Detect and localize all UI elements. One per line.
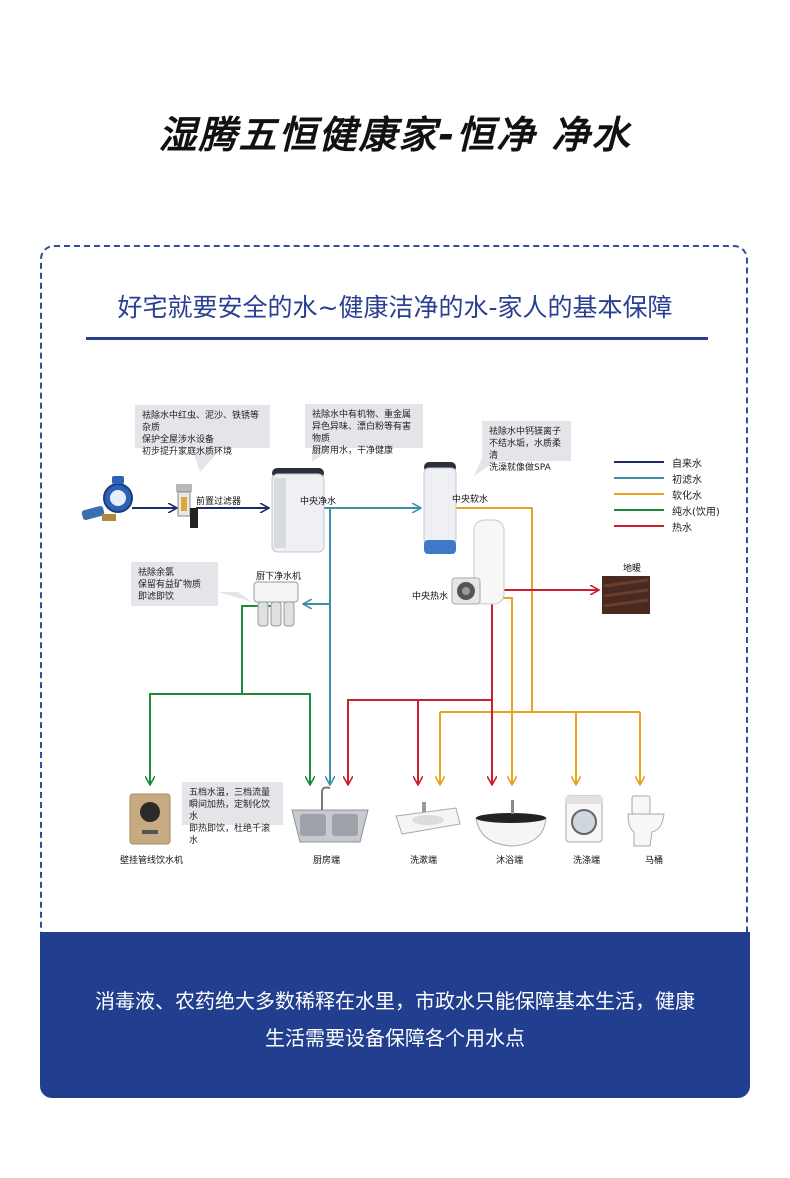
- washing-machine-icon: [565, 795, 603, 843]
- pure-water-line: [242, 693, 310, 784]
- bubble-text: 保留有益矿物质: [138, 580, 202, 590]
- legend-item: 纯水(饮用): [614, 503, 724, 519]
- legend-label: 自来水: [672, 459, 702, 470]
- bubble-text: 洗澡就像做SPA: [489, 463, 551, 473]
- bubble-text: 祛除水中红虫、泥沙、铁锈等杂质: [142, 411, 260, 433]
- bubble-text: 不结水垢，水质柔清: [489, 439, 562, 461]
- bubble-text: 保护全屋涉水设备: [142, 435, 215, 445]
- bath-label: 沐浴端: [496, 856, 524, 866]
- water-heater-icon: [451, 519, 505, 605]
- footer-line: 消毒液、农药绝大多数稀释在水里，市政水只能保障基本生活，健康: [95, 989, 695, 1013]
- legend-swatch: [614, 509, 664, 511]
- subtitle-underline: [86, 337, 708, 340]
- bathtub-icon: [475, 800, 547, 847]
- toilet-label: 马桶: [645, 856, 664, 866]
- central-purifier-icon: [271, 468, 325, 553]
- hot-water-line: [348, 604, 493, 784]
- legend-swatch: [614, 525, 664, 527]
- footer-banner: [40, 932, 750, 1098]
- legend: 自来水 初滤水 软化水 纯水(饮用) 热水: [614, 455, 724, 535]
- legend-item: 软化水: [614, 487, 724, 503]
- central-softener-label: 中央软水: [452, 495, 489, 505]
- under-sink-label: 厨下净水机: [256, 572, 302, 582]
- legend-swatch: [614, 477, 664, 479]
- central-purifier-label: 中央净水: [300, 497, 337, 507]
- section-subtitle: 好宅就要安全的水~健康洁净的水-家人的基本保障: [117, 293, 673, 322]
- central-softener-icon: [423, 462, 457, 554]
- bubble-tail: [192, 448, 222, 472]
- bubble-text: 厨房用水，干净健康: [312, 446, 394, 456]
- bubble-text: 祛除水中有机物、重金属: [312, 410, 412, 420]
- legend-label: 热水: [672, 523, 692, 534]
- legend-label: 初滤水: [672, 475, 702, 486]
- wall-dispenser-icon: [129, 793, 171, 845]
- water-meter-icon: [81, 476, 133, 521]
- softened-water-line: [496, 597, 513, 712]
- bubble-text: 初步提升家庭水质环境: [142, 447, 233, 457]
- floor-texture: [603, 578, 649, 608]
- legend-label: 纯水(饮用): [672, 507, 720, 518]
- footer-line: 生活需要设备保障各个用水点: [265, 1026, 525, 1050]
- toilet-icon: [627, 795, 665, 847]
- bubble-tail: [474, 458, 500, 476]
- bubble-text: 异色异味、漂白粉等有害物质: [312, 422, 412, 444]
- pre-filter-bubble: 祛除水中红虫、泥沙、铁锈等杂质 保护全屋涉水设备 初步提升家庭水质环境: [135, 405, 270, 457]
- kitchen-label: 厨房端: [313, 856, 341, 866]
- pre-filter-icon: [176, 484, 198, 528]
- washbasin-label: 洗漱端: [410, 856, 438, 866]
- bubble-tail: [312, 448, 332, 462]
- legend-swatch: [614, 461, 664, 463]
- bubble-text: 祛除余氯: [138, 568, 175, 578]
- footer-text: 消毒液、农药绝大多数稀释在水里，市政水只能保障基本生活，健康 生活需要设备保障各…: [60, 983, 730, 1057]
- bubble-text: 祛除水中钙镁离子: [489, 427, 562, 437]
- legend-item: 初滤水: [614, 471, 724, 487]
- bubble-text: 即滤即饮: [138, 592, 175, 602]
- softened-water-line: [456, 507, 533, 712]
- under-sink-bubble: 祛除余氯 保留有益矿物质 即滤即饮: [131, 562, 218, 606]
- central-softener-bubble: 祛除水中钙镁离子 不结水垢，水质柔清 洗澡就像做SPA: [482, 421, 571, 473]
- legend-item: 自来水: [614, 455, 724, 471]
- central-purifier-bubble: 祛除水中有机物、重金属 异色异味、漂白粉等有害物质 厨房用水，干净健康: [305, 404, 423, 456]
- bubble-text: 瞬间加热，定制化饮水: [189, 800, 271, 822]
- legend-item: 热水: [614, 519, 724, 535]
- legend-label: 软化水: [672, 491, 702, 502]
- dispenser-label: 壁挂管线饮水机: [120, 856, 184, 866]
- dispenser-bubble: 五档水温，三档流量 瞬间加热，定制化饮水 即热即饮，杜绝千滚水: [182, 782, 283, 846]
- floor-heating-label: 地暖: [623, 564, 642, 574]
- laundry-label: 洗涤端: [573, 856, 601, 866]
- central-heat-label: 中央热水: [412, 592, 449, 602]
- pre-filter-label: 前置过滤器: [196, 497, 242, 507]
- kitchen-sink-icon: [291, 786, 369, 843]
- page-title: 湿腾五恒健康家-恒净 净水: [158, 113, 632, 157]
- washbasin-icon: [395, 802, 461, 835]
- bubble-text: 五档水温，三档流量: [189, 788, 271, 798]
- under-sink-purifier-icon: [253, 581, 299, 627]
- bubble-tail: [218, 592, 252, 602]
- legend-swatch: [614, 493, 664, 495]
- bubble-text: 即热即饮，杜绝千滚水: [189, 824, 271, 846]
